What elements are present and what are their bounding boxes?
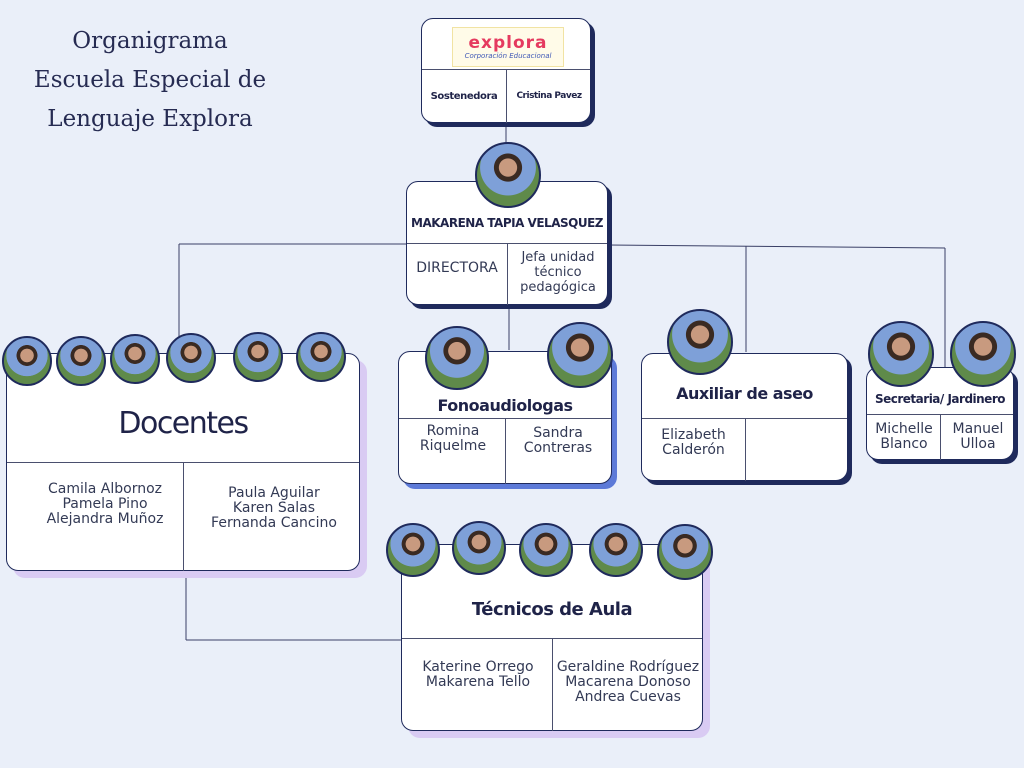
tecnicos-title: Técnicos de Aula bbox=[471, 599, 633, 620]
docentes-col2: Paula Aguilar Karen Salas Fernanda Canci… bbox=[187, 486, 361, 532]
secretaria-name-a: Michelle bbox=[875, 421, 933, 437]
line-director-right bbox=[607, 244, 946, 249]
avatar-director bbox=[475, 142, 541, 208]
docentes-col1: Camila Albornoz Pamela Pino Alejandra Mu… bbox=[7, 482, 203, 528]
avatar-docente bbox=[233, 332, 283, 382]
tecnico-3: Geraldine Rodríguez bbox=[556, 659, 700, 675]
secretaria-col1: Michelle Blanco bbox=[867, 422, 941, 454]
docente-3: Alejandra Muñoz bbox=[46, 511, 164, 527]
fono-name-1b: Riquelme bbox=[419, 438, 487, 454]
secretaria-name-b: Blanco bbox=[880, 436, 928, 452]
docente-5: Karen Salas bbox=[232, 500, 316, 516]
docente-6: Fernanda Cancino bbox=[211, 515, 337, 531]
fono-name-2a: Sandra bbox=[533, 425, 583, 441]
tecnico-5: Andrea Cuevas bbox=[575, 689, 681, 705]
avatar-docente bbox=[110, 334, 160, 384]
tecnicos-col1: Katerine Orrego Makarena Tello bbox=[402, 660, 554, 694]
fono-col1: Romina Riquelme bbox=[399, 424, 507, 468]
director-box: MAKARENA TAPIA VELASQUEZ DIRECTORA Jefa … bbox=[406, 181, 608, 305]
docente-4: Paula Aguilar bbox=[228, 485, 320, 501]
fono-name-2b: Contreras bbox=[523, 440, 593, 456]
aseo-name-b: Calderón bbox=[662, 442, 725, 458]
aseo-box: Auxiliar de aseo Elizabeth Calderón bbox=[641, 353, 848, 481]
director-name: MAKARENA TAPIA VELASQUEZ bbox=[411, 216, 603, 230]
title-line-2: Escuela Especial de bbox=[33, 67, 267, 93]
title-line-3: Lenguaje Explora bbox=[47, 106, 253, 132]
avatar-docente bbox=[296, 332, 346, 382]
avatar-tecnico bbox=[386, 523, 440, 577]
avatar-fono bbox=[425, 326, 489, 390]
director-role2: Jefa unidad técnico pedagógica bbox=[520, 249, 596, 295]
jardinero-name-b: Ulloa bbox=[960, 436, 996, 452]
logo-word: explora bbox=[468, 32, 548, 53]
avatar-fono bbox=[547, 322, 613, 388]
tecnicos-col2: Geraldine Rodríguez Macarena Donoso Andr… bbox=[553, 660, 703, 710]
fono-col2: Sandra Contreras bbox=[505, 426, 611, 470]
avatar-docente bbox=[2, 336, 52, 386]
sostenedor-name: Cristina Pavez bbox=[516, 90, 582, 101]
secretaria-col2: Manuel Ulloa bbox=[941, 422, 1015, 454]
fono-name-1a: Romina bbox=[426, 423, 480, 439]
tecnico-2: Makarena Tello bbox=[425, 674, 531, 690]
avatar-docente bbox=[166, 333, 216, 383]
docente-1: Camila Albornoz bbox=[47, 481, 163, 497]
avatar-aseo bbox=[667, 309, 733, 375]
avatar-docente bbox=[56, 336, 106, 386]
tecnico-1: Katerine Orrego bbox=[422, 659, 534, 675]
docentes-title: Docentes bbox=[118, 406, 249, 441]
avatar-tecnico bbox=[657, 524, 713, 580]
fono-title: Fonoaudiologas bbox=[437, 396, 573, 415]
avatar-tecnico bbox=[589, 523, 643, 577]
logo-subtitle: Corporación Educacional bbox=[464, 51, 552, 60]
director-role: DIRECTORA bbox=[416, 259, 498, 276]
tecnico-4: Macarena Donoso bbox=[565, 674, 691, 690]
sostenedor-label: Sostenedora bbox=[430, 90, 498, 102]
explora-logo: explora Corporación Educacional bbox=[452, 27, 564, 67]
secretaria-title: Secretaria/ Jardinero bbox=[874, 392, 1006, 406]
aseo-title: Auxiliar de aseo bbox=[676, 384, 813, 403]
aseo-name-a: Elizabeth bbox=[661, 427, 726, 443]
title-line-1: Organigrama bbox=[72, 28, 228, 54]
avatar-secretaria bbox=[868, 321, 934, 387]
docentes-box: Docentes Camila Albornoz Pamela Pino Ale… bbox=[6, 353, 360, 571]
avatar-tecnico bbox=[519, 523, 573, 577]
docente-2: Pamela Pino bbox=[62, 496, 148, 512]
avatar-tecnico bbox=[452, 521, 506, 575]
avatar-jardinero bbox=[950, 321, 1016, 387]
chart-title: Organigrama Escuela Especial de Lenguaje… bbox=[20, 22, 280, 139]
jardinero-name-a: Manuel bbox=[952, 421, 1004, 437]
sostenedor-box: explora Corporación Educacional Sostened… bbox=[421, 18, 591, 123]
aseo-col1: Elizabeth Calderón bbox=[642, 428, 745, 468]
